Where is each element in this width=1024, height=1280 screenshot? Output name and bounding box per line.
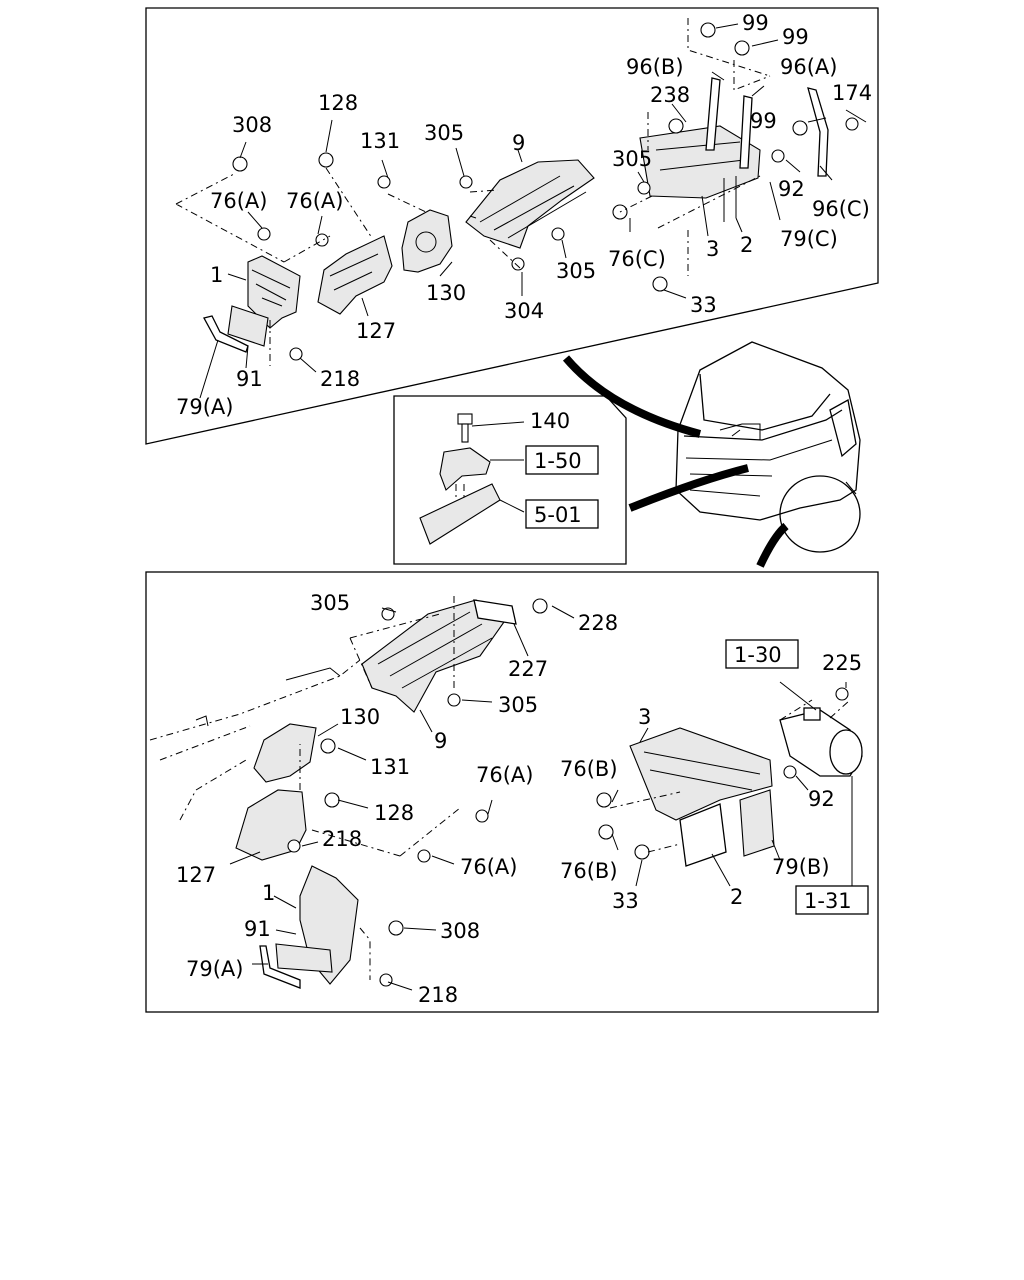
callout-label: 308 (440, 919, 480, 943)
cover-part-130 (253, 723, 317, 783)
callout-label: 9 (512, 131, 525, 155)
callout-label: 3 (638, 705, 651, 729)
callout-label: 128 (374, 801, 414, 825)
callout-label: 1 (262, 881, 275, 905)
callout-label: 305 (424, 121, 464, 145)
callout-label: 76(A) (286, 189, 343, 213)
bracket-part-3 (639, 125, 761, 199)
top-callouts: 99 99 96(B) 96(A) 238 174 99 128 308 131… (176, 11, 872, 419)
callout-label: 99 (742, 11, 769, 35)
bottom-callouts: 305 228 227 305 130 9 131 225 3 76(B) 92… (176, 591, 862, 1007)
ref-box-5-01[interactable]: 5-01 (525, 499, 599, 529)
callout-label: 99 (782, 25, 809, 49)
callout-label: 130 (426, 281, 466, 305)
callout-label: 33 (612, 889, 639, 913)
callout-label: 96(B) (626, 55, 684, 79)
callout-label: 128 (318, 91, 358, 115)
callout-label: 305 (310, 591, 350, 615)
callout-label: 91 (236, 367, 263, 391)
callout-label: 127 (356, 319, 396, 343)
bolt-icons-bottom (287, 598, 849, 987)
callout-label: 33 (690, 293, 717, 317)
callout-label: 218 (418, 983, 458, 1007)
inset-frame (393, 395, 627, 565)
callout-label: 79(A) (176, 395, 233, 419)
strip-part-79a (259, 945, 301, 989)
bottom-panel: 305 228 227 305 130 9 131 225 3 76(B) 92… (145, 571, 879, 1013)
callout-label: 305 (556, 259, 596, 283)
callout-label: 76(B) (560, 859, 618, 883)
callout-label: 9 (434, 729, 447, 753)
plate-part-2 (723, 176, 737, 222)
step-part-9 (361, 599, 505, 713)
callout-label: 76(A) (210, 189, 267, 213)
callout-label: 2 (740, 233, 753, 257)
callout-label: 308 (232, 113, 272, 137)
callout-label: 225 (822, 651, 862, 675)
callout-label: 96(A) (780, 55, 837, 79)
callout-label: 91 (244, 917, 271, 941)
top-panel: 99 99 96(B) 96(A) 238 174 99 128 308 131… (145, 7, 879, 445)
callout-label: 3 (706, 237, 719, 261)
callout-label: 305 (612, 147, 652, 171)
callout-label: 131 (370, 755, 410, 779)
inset-detail: 140 1-50 5-01 (393, 395, 627, 565)
callout-label: 79(C) (780, 227, 838, 251)
svg-text:1-31: 1-31 (804, 889, 852, 913)
callout-label: 76(C) (608, 247, 666, 271)
callout-label: 76(B) (560, 757, 618, 781)
top-panel-frame (145, 7, 879, 445)
ref-box-1-31[interactable]: 1-31 (795, 885, 869, 915)
callout-label: 228 (578, 611, 618, 635)
callout-label: 140 (530, 409, 570, 433)
callout-label: 304 (504, 299, 544, 323)
callout-label: 1 (210, 263, 223, 287)
cover-part-127 (317, 235, 393, 315)
ref-box-1-50[interactable]: 1-50 (525, 445, 599, 475)
svg-text:1-50: 1-50 (534, 449, 582, 473)
callout-label: 305 (498, 693, 538, 717)
callout-label: 99 (750, 109, 777, 133)
callout-label: 227 (508, 657, 548, 681)
truck-cab-illustration (562, 341, 861, 568)
callout-label: 127 (176, 863, 216, 887)
strap-part-96c (807, 87, 829, 177)
callout-label: 130 (340, 705, 380, 729)
callout-label: 76(A) (476, 763, 533, 787)
callout-label: 76(A) (460, 855, 517, 879)
bracket-part-3 (629, 727, 773, 821)
plate-part-91 (275, 943, 333, 973)
strap-part-96b (705, 77, 721, 151)
bottom-panel-frame (145, 571, 879, 1013)
plate-part-227 (473, 599, 517, 625)
plate-part-91 (227, 305, 269, 347)
callout-label: 238 (650, 83, 690, 107)
cover-part-130 (401, 209, 453, 273)
svg-text:1-30: 1-30 (734, 643, 782, 667)
callout-label: 2 (730, 885, 743, 909)
step-part-9 (465, 159, 595, 249)
callout-label: 79(A) (186, 957, 243, 981)
callout-label: 131 (360, 129, 400, 153)
svg-text:5-01: 5-01 (534, 503, 582, 527)
callout-label: 79(B) (772, 855, 830, 879)
plate-part-2 (679, 803, 727, 867)
callout-label: 218 (322, 827, 362, 851)
callout-label: 96(C) (812, 197, 870, 221)
callout-label: 92 (778, 177, 805, 201)
callout-label: 92 (808, 787, 835, 811)
callout-label: 218 (320, 367, 360, 391)
ref-box-1-30[interactable]: 1-30 (725, 639, 799, 669)
plate-part-79b (739, 789, 775, 857)
callout-label: 174 (832, 81, 872, 105)
strap-part-96a (739, 95, 753, 169)
